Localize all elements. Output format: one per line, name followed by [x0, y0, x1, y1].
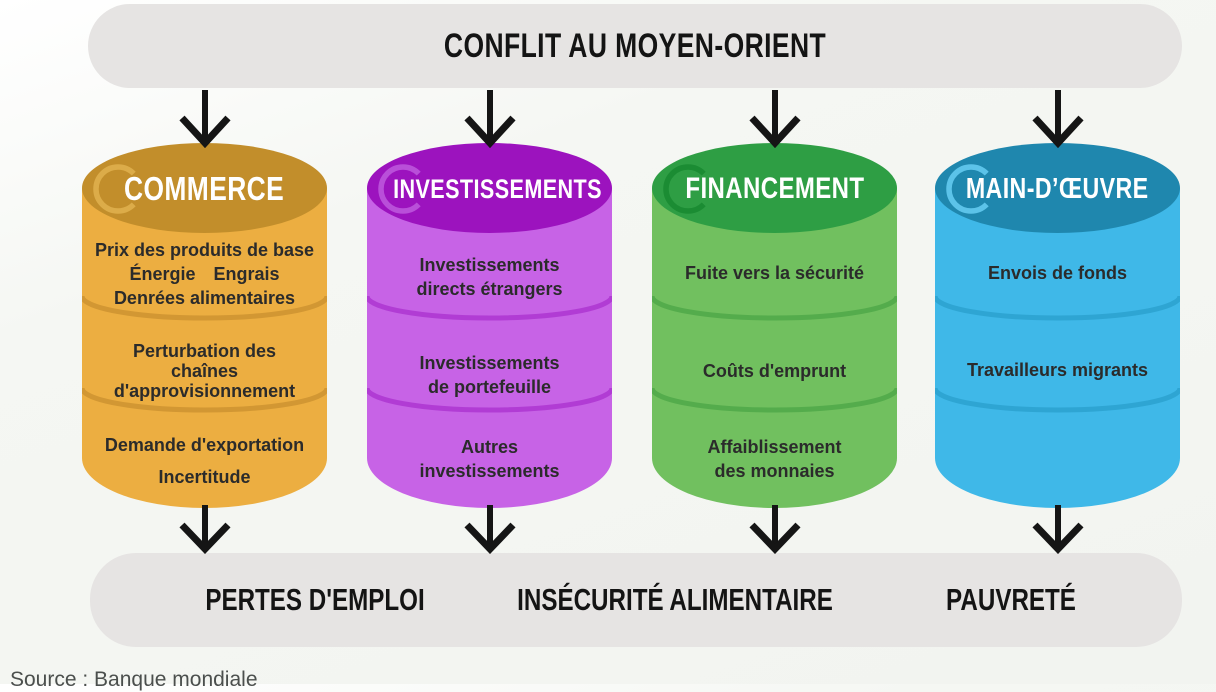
barrel-rib-line — [652, 295, 897, 321]
barrel-label: INVESTISSEMENTS — [393, 174, 602, 204]
barrel-lid — [935, 143, 1180, 233]
barrel-section: Perturbation des chaînes d'approvisionne… — [113, 341, 296, 401]
page-title: CONFLIT AU MOYEN-ORIENT — [443, 26, 827, 65]
barrel-rib-line — [652, 387, 897, 413]
barrel-body — [652, 188, 897, 508]
lid-ring-decoration — [378, 164, 428, 214]
barrel-section: Fuite vers la sécurité — [684, 263, 865, 283]
title-banner: CONFLIT AU MOYEN-ORIENT — [88, 4, 1182, 88]
down-arrow — [1032, 505, 1084, 554]
outcome-pertes-emploi: PERTES D'EMPLOI — [205, 582, 425, 617]
barrel-body — [935, 188, 1180, 508]
barrel-lid — [652, 143, 897, 233]
lid-ring-decoration — [946, 164, 996, 214]
down-arrow — [1032, 90, 1084, 148]
down-arrow — [464, 90, 516, 148]
barrel-rib-line — [82, 387, 327, 413]
barrel-graphic — [82, 143, 327, 508]
barrel-main-doeuvre: MAIN-D’ŒUVRE Envois de fonds Travailleur… — [935, 143, 1180, 515]
barrel-label: COMMERCE — [124, 170, 285, 207]
lid-ring-decoration — [93, 164, 143, 214]
down-arrow — [749, 505, 801, 554]
barrel-section: Autres investissements — [419, 437, 560, 481]
outcome-insecurite-alimentaire: INSÉCURITÉ ALIMENTAIRE — [517, 582, 833, 617]
outcomes-banner: PERTES D'EMPLOI INSÉCURITÉ ALIMENTAIRE P… — [90, 553, 1182, 647]
down-arrow — [749, 90, 801, 148]
barrel-section: Envois de fonds — [987, 263, 1128, 283]
barrel-lid — [367, 143, 612, 233]
barrel-section: Investissements directs étrangers — [416, 255, 563, 299]
barrel-section: Coûts d'emprunt — [702, 361, 847, 381]
barrel-lid — [82, 143, 327, 233]
barrel-rib-line — [367, 295, 612, 321]
barrel-commerce: COMMERCE Prix des produits de base Énerg… — [82, 143, 327, 515]
barrel-graphic — [367, 143, 612, 508]
lid-ring-decoration — [663, 164, 713, 214]
barrel-graphic — [935, 143, 1180, 508]
barrel-graphic — [652, 143, 897, 508]
barrel-body — [367, 188, 612, 508]
down-arrow — [179, 505, 231, 554]
down-arrow — [179, 90, 231, 148]
barrel-section: Travailleurs migrants — [966, 360, 1149, 380]
barrel-label: MAIN-D’ŒUVRE — [966, 173, 1149, 205]
barrel-section: Demande d'exportation Incertitude — [104, 435, 305, 487]
source-note: Source : Banque mondiale — [10, 668, 258, 691]
down-arrow — [464, 505, 516, 554]
barrel-investissements: INVESTISSEMENTS Investissements directs … — [367, 143, 612, 515]
barrel-rib-line — [82, 295, 327, 321]
outcome-pauvrete: PAUVRETÉ — [946, 582, 1076, 617]
barrel-section: Affaiblissement des monnaies — [707, 437, 842, 481]
barrel-section: Investissements de portefeuille — [419, 353, 560, 397]
barrel-label: FINANCEMENT — [684, 172, 865, 205]
barrel-rib-line — [367, 387, 612, 413]
barrel-rib-line — [935, 295, 1180, 321]
barrel-section: Prix des produits de base Énergie Engrai… — [94, 240, 315, 308]
barrel-financement: FINANCEMENT Fuite vers la sécurité Coûts… — [652, 143, 897, 515]
barrel-body — [82, 188, 327, 508]
barrel-rib-line — [935, 387, 1180, 413]
